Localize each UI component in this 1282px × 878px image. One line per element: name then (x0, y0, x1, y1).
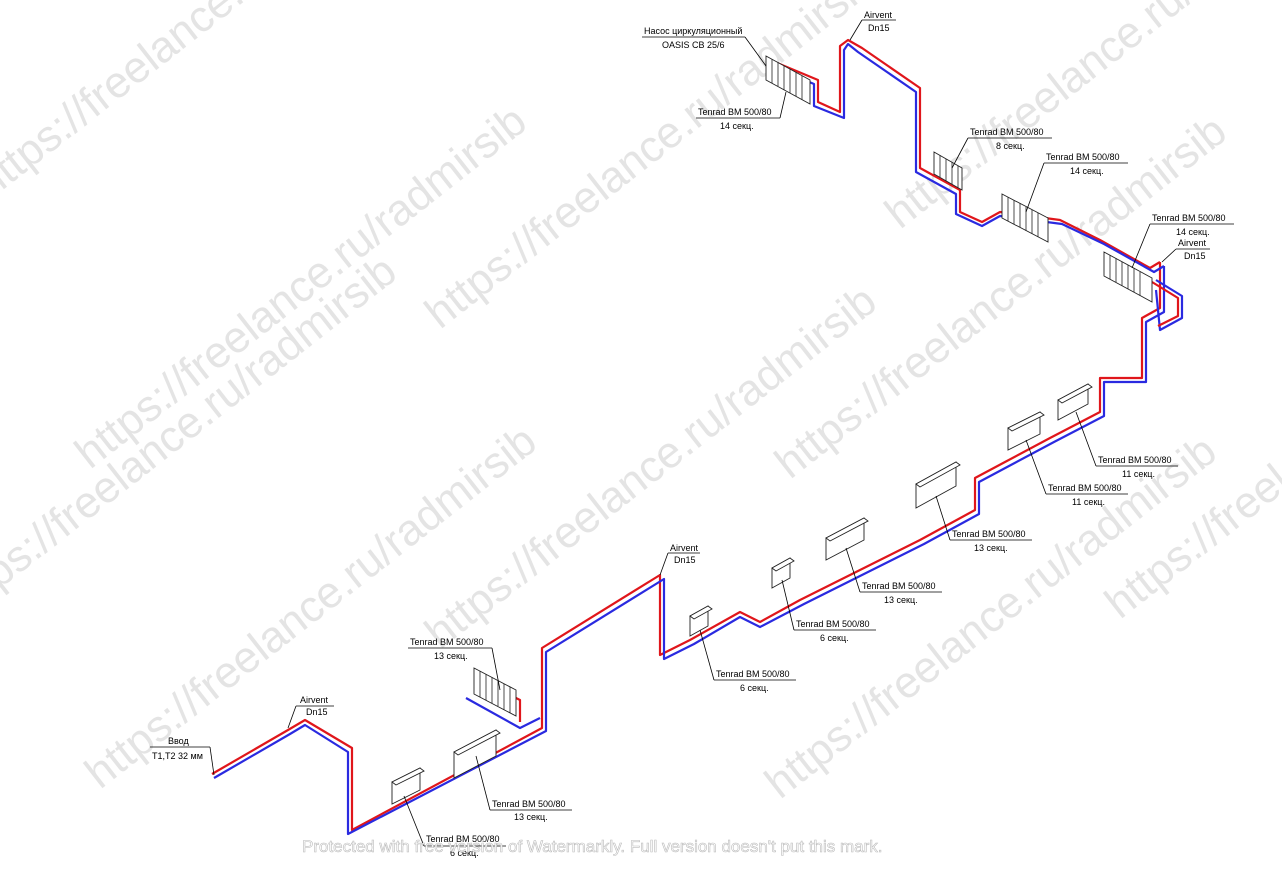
radiator-model-label: Tenrad BM 500/80 (970, 127, 1044, 137)
return-pipe (1154, 279, 1184, 332)
radiator-model-label: Tenrad BM 500/80 (698, 107, 772, 117)
airvent-label: Airvent (864, 10, 893, 20)
section-count-label: 6 секц. (740, 683, 769, 693)
section-count-label: 13 секц. (974, 543, 1008, 553)
return-pipe (465, 697, 541, 730)
dn-label: Dn15 (674, 555, 696, 565)
radiator-model-label: Tenrad BM 500/80 (1152, 213, 1226, 223)
radiator-model-label: Tenrad BM 500/80 (716, 669, 790, 679)
dn-label: Dn15 (1184, 251, 1206, 261)
airvent-label: Airvent (1178, 238, 1207, 248)
section-count-label: 11 секц. (1072, 497, 1105, 507)
inlet-label: Ввод (168, 736, 189, 746)
airvent-label: Airvent (300, 695, 329, 705)
radiator (689, 605, 713, 637)
dn-label: Dn15 (868, 23, 890, 33)
radiator-model-label: Tenrad BM 500/80 (796, 619, 870, 629)
radiator (933, 151, 963, 191)
radiator (825, 517, 869, 561)
section-count-label: 11 секц. (1122, 469, 1155, 479)
radiator-model-label: Tenrad BM 500/80 (410, 637, 484, 647)
section-count-label: 14 секц. (1176, 227, 1210, 237)
pump-model-label: OASIS CB 25/6 (662, 40, 725, 50)
radiators (391, 55, 1153, 805)
radiator-model-label: Tenrad BM 500/80 (952, 529, 1026, 539)
radiator (391, 767, 425, 805)
pipe-network (211, 38, 1184, 836)
section-count-label: 13 секц. (884, 595, 918, 605)
section-count-label: 14 секц. (1070, 166, 1104, 176)
leader-lines (150, 19, 1234, 847)
watermark-layer: https://freelance.ru/radmirsib https://f… (0, 0, 1282, 808)
return-pipe (765, 42, 1165, 274)
airvent-label: Airvent (670, 543, 699, 553)
radiator (453, 729, 501, 779)
radiator (1057, 383, 1093, 421)
radiator (1001, 193, 1049, 243)
section-count-label: 14 секц. (720, 121, 754, 131)
radiator-model-label: Tenrad BM 500/80 (862, 581, 936, 591)
supply-pipe (769, 38, 1161, 270)
supply-pipe (1151, 281, 1180, 327)
radiator-model-label: Tenrad BM 500/80 (426, 834, 500, 844)
radiator (1103, 251, 1153, 303)
watermark-text: https://freelance.ru/radmirsib (0, 0, 436, 208)
section-count-label: 8 секц. (996, 141, 1025, 151)
radiator-model-label: Tenrad BM 500/80 (1098, 455, 1172, 465)
section-count-label: 6 секц. (820, 633, 849, 643)
radiator (765, 55, 811, 105)
section-count-label: 13 секц. (434, 651, 468, 661)
radiator-model-label: Tenrad BM 500/80 (1048, 483, 1122, 493)
labels: Ввод T1,T2 32 мм Airvent Dn15 Tenrad BM … (152, 10, 1226, 858)
watermark-text: https://freelance.ru/radmirsib (876, 0, 1282, 238)
watermark-text: https://freelance.ru/radmirsib (756, 426, 1226, 808)
radiator-model-label: Tenrad BM 500/80 (1046, 152, 1120, 162)
inlet-pipe-label: T1,T2 32 мм (152, 751, 203, 761)
pump-name-label: Насос циркуляционный (644, 26, 742, 36)
radiator (771, 557, 795, 589)
section-count-label: 13 секц. (514, 812, 548, 822)
radiator (915, 461, 961, 509)
supply-pipe (211, 262, 1162, 832)
watermark-banner: Protected with free version of Watermark… (302, 837, 883, 856)
radiator (1007, 411, 1045, 451)
radiator-model-label: Tenrad BM 500/80 (492, 799, 566, 809)
return-pipe (213, 266, 1166, 836)
radiator (473, 667, 517, 717)
dn-label: Dn15 (306, 707, 328, 717)
section-count-label: 6 секц. (450, 848, 479, 858)
